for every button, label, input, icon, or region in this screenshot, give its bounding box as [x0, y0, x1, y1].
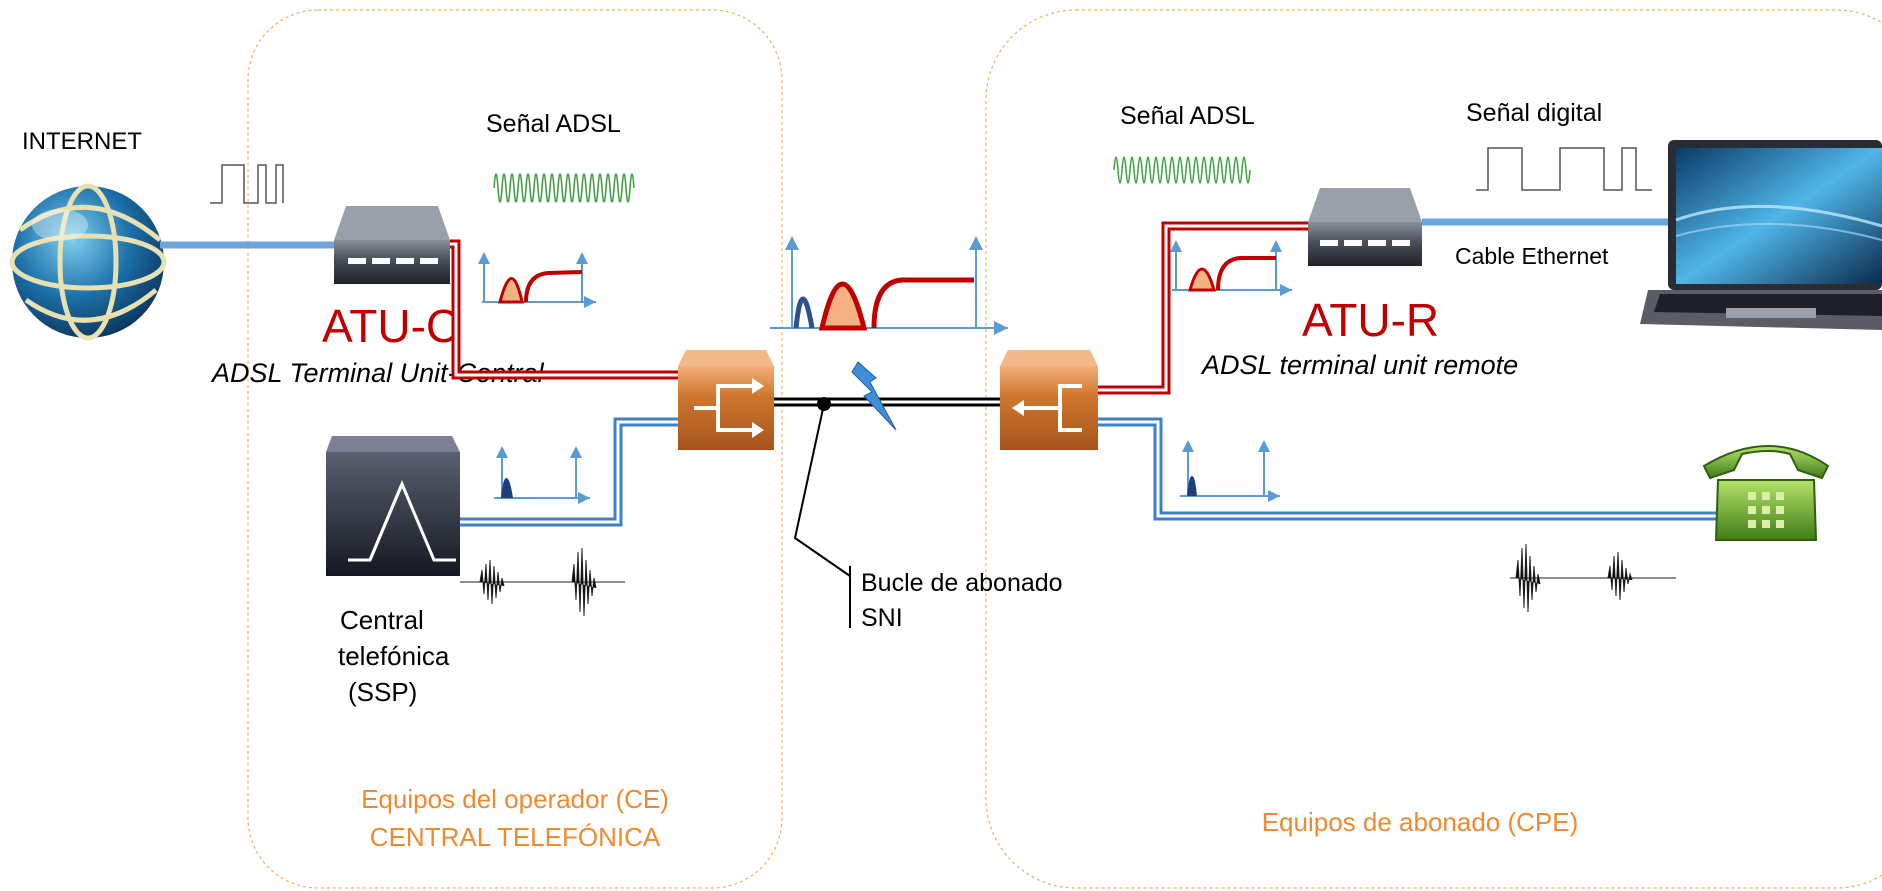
central-label-line1: Central — [340, 605, 424, 635]
cable-ethernet-label: Cable Ethernet — [1455, 243, 1609, 269]
adsl-signal-right-label: Señal ADSL — [1120, 102, 1255, 130]
operator-zone — [247, 9, 783, 889]
spectrum-left-voice — [494, 446, 590, 504]
atu-r-label: ATU-R — [1302, 294, 1439, 346]
lightning-icon — [851, 361, 897, 431]
splitter-icon — [678, 350, 774, 450]
spectrum-right-voice — [1180, 440, 1280, 502]
subscriber-zone-label: Equipos de abonado (CPE) — [1262, 807, 1579, 837]
atu-c-label: ATU-C — [322, 300, 459, 352]
central-label-line2: telefónica — [338, 641, 450, 671]
internet-label: INTERNET — [22, 128, 142, 155]
digital-signal-label: Señal digital — [1466, 99, 1602, 127]
spectrum-center — [770, 236, 1008, 335]
voice-line-right — [1098, 417, 1716, 521]
spectrum-left-adsl — [478, 252, 596, 308]
digital-pulse-left — [210, 164, 284, 204]
telephone-icon — [1702, 445, 1830, 541]
operator-zone-label-line2: CENTRAL TELEFÓNICA — [370, 822, 661, 852]
digital-pulse-right — [1476, 147, 1652, 191]
modem-icon — [334, 206, 450, 284]
adsl-wave-right — [1113, 156, 1251, 184]
voice-waveform-left — [460, 547, 625, 617]
adsl-signal-left-label: Señal ADSL — [486, 110, 621, 138]
central-label-line3: (SSP) — [348, 677, 417, 707]
spectrum-right-adsl — [1170, 240, 1292, 296]
loop-label-line2: SNI — [861, 604, 903, 632]
laptop-icon — [1640, 140, 1882, 330]
atu-r-description: ADSL terminal unit remote — [1200, 350, 1518, 380]
subscriber-zone — [985, 9, 1882, 889]
globe-icon — [9, 183, 167, 341]
splitter-icon — [1000, 350, 1098, 450]
switch-icon — [326, 436, 460, 576]
adsl-wave-left — [493, 173, 635, 203]
voice-line-left — [460, 417, 680, 527]
voice-waveform-right — [1510, 543, 1676, 613]
modem-icon — [1308, 188, 1422, 266]
loop-callout-line — [793, 403, 851, 577]
operator-zone-label-line1: Equipos del operador (CE) — [361, 784, 669, 814]
loop-label-line1: Bucle de abonado — [861, 569, 1063, 597]
